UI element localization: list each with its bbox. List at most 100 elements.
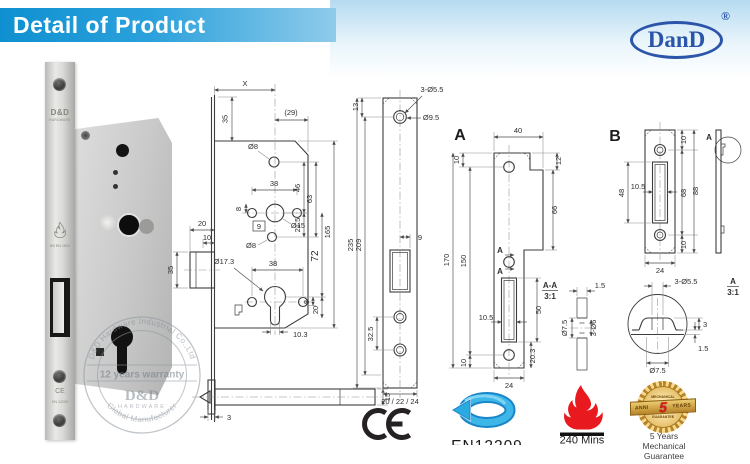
drawing-label: B: [609, 128, 621, 145]
badge-ribbon-right: YEARS: [672, 402, 691, 410]
plate-fire-standard: BS EN 1634: [50, 244, 70, 248]
section-title: A-A: [543, 281, 557, 290]
plate-screw-hole: [53, 370, 66, 383]
dim-label: Ø8: [246, 241, 256, 250]
dim-label: 72: [310, 250, 321, 262]
dim-label: 32.5: [366, 327, 375, 342]
dim-label: 1.5: [595, 281, 605, 290]
dim-label: 9: [257, 222, 261, 231]
main-lock-drawing: X 35 (29) Ø8 38 8 9 Ø15 Ø8 46: [166, 79, 392, 422]
spindle-hole: [99, 214, 116, 231]
dim-label: 235: [346, 239, 355, 252]
brand-logo: DanD ®: [630, 9, 730, 59]
detail-a-drawing: 3-Ø5.5 Ø7.5 3 1.5 A 3:1: [627, 277, 739, 375]
dim-label: 10: [679, 241, 688, 249]
faceplate-drawing: 3-Ø5.5 Ø9.5 13 235 209 9 32.5 20 / 22 /: [346, 85, 443, 406]
section-marker: A: [497, 246, 503, 255]
strike-plate-a-drawing: A A A 40 10 170 150: [442, 126, 563, 390]
dim-label: 24: [505, 381, 513, 390]
dim-label: 8: [302, 300, 311, 304]
section-aa-detail: A-A 3:1 1.5 Ø7.5 3-Ø6: [542, 281, 605, 371]
dim-label: 21.5: [293, 218, 302, 233]
latch-opening: [50, 278, 70, 337]
dim-label: 209: [354, 239, 363, 252]
dim-label: Ø7.5: [649, 366, 665, 375]
cylinder-hole-slot: [117, 342, 127, 374]
fire-label-line1: 240 Mins: [560, 435, 605, 446]
dim-label: 20: [198, 219, 206, 228]
dim-label: 1.5: [698, 344, 708, 353]
fire-rated-icon: 240 Mins Fire rated: [560, 385, 605, 446]
badge-top-text: MECHANICAL: [651, 395, 675, 399]
dim-label: 88: [691, 187, 700, 195]
dim-label: 15: [383, 393, 392, 401]
dim-label: 150: [459, 255, 468, 268]
dim-label: 170: [442, 254, 451, 267]
dim-label: 3: [703, 320, 707, 329]
detail-title: A: [730, 277, 736, 286]
dim-label: Ø15: [291, 221, 305, 230]
badge-bottom-text: GUARANTEE: [651, 415, 675, 419]
dim-label: 63: [305, 195, 314, 203]
dim-label: 8: [234, 207, 243, 211]
dim-label: 48: [617, 189, 626, 197]
flame-emblem-icon: [54, 222, 66, 238]
dim-label: (29): [284, 108, 298, 117]
dim-label: 10.5: [631, 182, 646, 191]
dim-label: 10.5: [479, 313, 494, 322]
dim-label: 10: [459, 359, 468, 367]
caption-line: Mechanical: [642, 441, 686, 451]
dim-label: 3: [227, 413, 231, 422]
case-hole: [116, 144, 129, 157]
dim-label: 68: [679, 189, 688, 197]
badge-ribbon-left: ANNI: [635, 404, 649, 412]
badge-caption: 5 Years Mechanical Guarantee: [625, 431, 703, 461]
dim-label: 10: [679, 136, 688, 144]
detail-pointer: A: [706, 133, 712, 142]
latch-bolt: [53, 282, 64, 333]
plate-screw-hole: [53, 78, 66, 91]
strike-plate-b-drawing: B 10 68 88 10 48: [609, 122, 742, 275]
plate-ce-mark: CE: [55, 388, 65, 395]
technical-drawings: X 35 (29) Ø8 38 8 9 Ø15 Ø8 46: [166, 79, 742, 446]
dim-label: 20: [311, 306, 320, 314]
dim-label: 35: [221, 115, 230, 123]
dim-label: 50: [534, 306, 543, 314]
ce-mark-icon: [362, 408, 412, 440]
dim-label: Ø8: [248, 142, 258, 151]
logo-oval: DanD: [630, 21, 723, 59]
badge-ribbon: ANNI YEARS 5: [630, 398, 696, 416]
forend-plate-photo: D&D HARDWARE BS EN 1634 CE EN 12209: [45, 62, 75, 440]
dim-label: Ø7.5: [560, 320, 569, 336]
badge-number: 5: [659, 398, 667, 416]
dim-label: 20.3: [528, 349, 537, 364]
drawing-label: A: [454, 127, 466, 144]
dim-label: X: [242, 79, 247, 88]
logo-text: DanD: [647, 27, 706, 52]
dim-label: 40: [514, 126, 522, 135]
dim-label: Ø17.3: [214, 257, 234, 266]
dim-label: 13: [351, 103, 360, 111]
flame-icon: [564, 385, 603, 430]
section-marker: A: [497, 267, 503, 276]
dim-label: 3-Ø5.5: [421, 85, 444, 94]
dim-label: 10: [452, 156, 461, 164]
five-years-badge-icon: MECHANICAL GUARANTEE ANNI YEARS 5: [630, 381, 696, 433]
dim-label: 20 / 22 / 24: [381, 397, 419, 406]
product-photo: D&D HARDWARE BS EN 1634 CE EN 12209: [0, 55, 185, 455]
dim-label: 46: [293, 184, 302, 192]
dim-label: 38: [269, 259, 277, 268]
plate-brand: D&D: [50, 108, 70, 117]
dim-label: 10: [203, 233, 211, 242]
dim-label: 10.3: [293, 330, 308, 339]
dim-label: 3-Ø6: [589, 320, 598, 337]
detail-scale: 3:1: [727, 288, 739, 297]
dim-label: 35: [166, 266, 175, 274]
dim-label: 165: [323, 226, 332, 239]
dim-label: 66: [550, 206, 559, 214]
pin-hole: [113, 170, 118, 175]
section-scale: 3:1: [544, 292, 556, 301]
